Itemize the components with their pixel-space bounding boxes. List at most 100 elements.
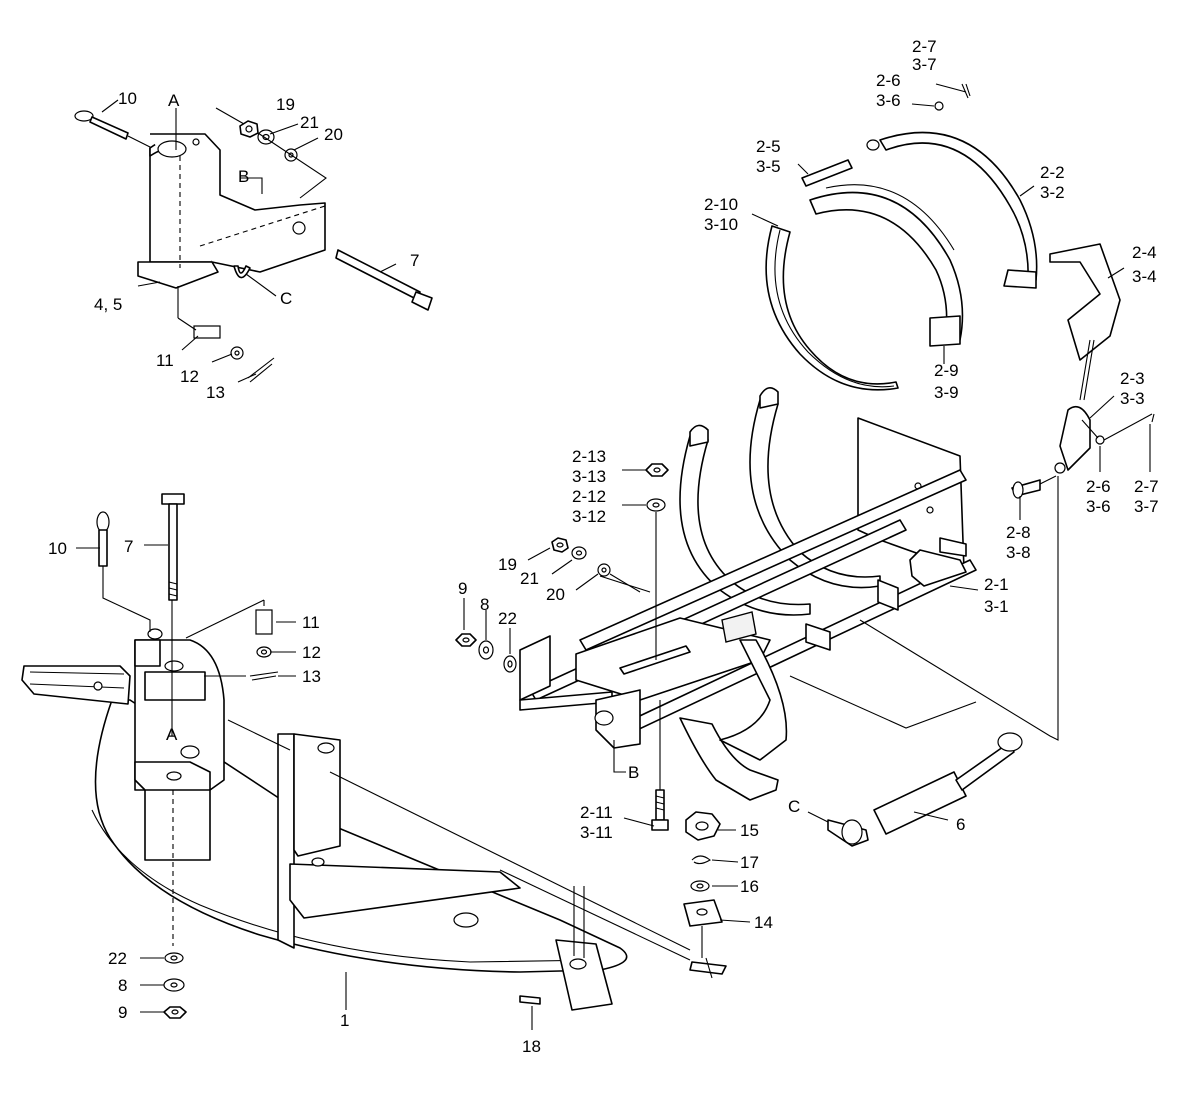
washer-22-right-icon xyxy=(503,655,517,673)
label-2-4: 2-4 xyxy=(1132,243,1157,262)
label-12-bottom: 12 xyxy=(302,643,321,662)
label-3-3: 3-3 xyxy=(1120,389,1145,408)
bolt-7-icon xyxy=(335,249,433,311)
label-1-bottom: 1 xyxy=(340,1011,349,1030)
pin-2-8-icon xyxy=(1011,479,1041,499)
bolt-2-11-icon xyxy=(651,789,669,831)
label-20-right: 20 xyxy=(546,585,565,604)
label-3-8: 3-8 xyxy=(1006,543,1031,562)
spring-11-lower-icon xyxy=(255,609,273,635)
label-3-9: 3-9 xyxy=(934,383,959,402)
frame-icon xyxy=(519,387,977,801)
label-3-1: 3-1 xyxy=(984,597,1009,616)
spring-11-icon xyxy=(193,325,221,339)
label-18-bottom: 18 xyxy=(522,1037,541,1056)
label-10-bottom: 10 xyxy=(48,539,67,558)
label-b-top: B xyxy=(238,167,249,186)
label-a-top: A xyxy=(168,91,180,110)
label-9-bottom: 9 xyxy=(118,1003,127,1022)
hitch-bracket-lower-icon xyxy=(134,628,225,861)
label-15: 15 xyxy=(740,821,759,840)
label-12-top: 12 xyxy=(180,367,199,386)
label-20-top: 20 xyxy=(324,125,343,144)
label-2-8: 2-8 xyxy=(1006,523,1031,542)
pin-10-icon xyxy=(74,110,153,149)
label-2-1: 2-1 xyxy=(984,575,1009,594)
washer-8-lower-icon xyxy=(163,978,185,992)
label-21-right: 21 xyxy=(520,569,539,588)
label-3-7-a: 3-7 xyxy=(912,55,937,74)
label-13-top: 13 xyxy=(206,383,225,402)
label-2-11: 2-11 xyxy=(580,803,613,822)
label-19-top: 19 xyxy=(276,95,295,114)
label-13-bottom: 13 xyxy=(302,667,321,686)
label-2-6-a: 2-6 xyxy=(876,71,901,90)
label-2-10: 2-10 xyxy=(704,195,738,214)
label-3-7-b: 3-7 xyxy=(1134,497,1159,516)
washer-12-icon xyxy=(230,346,244,360)
cotter-pin-13-lower-icon xyxy=(249,671,279,681)
label-2-12: 2-12 xyxy=(572,487,606,506)
hinge-18-icon xyxy=(519,886,613,1011)
label-7-top: 7 xyxy=(410,251,419,270)
liner-2-10-icon xyxy=(765,225,899,391)
label-2-13: 2-13 xyxy=(572,447,606,466)
label-17: 17 xyxy=(740,853,759,872)
label-9-right: 9 xyxy=(458,579,467,598)
nut-9-lower-icon xyxy=(163,1006,187,1019)
nut-19-right-icon xyxy=(551,537,569,553)
label-11-bottom: 11 xyxy=(302,613,320,632)
label-c-top: C xyxy=(280,289,292,308)
washer-16-icon xyxy=(690,880,710,892)
cotter-2-7-icon xyxy=(961,83,971,99)
label-3-11: 3-11 xyxy=(580,823,613,842)
label-22-bottom: 22 xyxy=(108,949,127,968)
bolt-7-lower-icon xyxy=(161,493,185,601)
washer-22-lower-icon xyxy=(164,952,184,964)
washer-8-right-icon xyxy=(478,640,494,660)
label-10-top: 10 xyxy=(118,89,137,108)
label-3-6-a: 3-6 xyxy=(876,91,901,110)
label-22-right: 22 xyxy=(498,609,517,628)
ring-2-6-icon xyxy=(934,101,944,111)
label-21-top: 21 xyxy=(300,113,319,132)
label-7-bottom: 7 xyxy=(124,537,133,556)
pin-2-5-icon xyxy=(801,139,880,187)
label-a-bottom: A xyxy=(166,725,178,744)
label-3-12: 3-12 xyxy=(572,507,606,526)
washer-21-right-icon xyxy=(571,546,587,560)
clip-17-icon xyxy=(691,855,711,865)
label-2-6-b: 2-6 xyxy=(1086,477,1111,496)
hitch-bracket-icon xyxy=(137,133,326,289)
label-2-9: 2-9 xyxy=(934,361,959,380)
label-2-2: 2-2 xyxy=(1040,163,1065,182)
label-6: 6 xyxy=(956,815,965,834)
label-2-3: 2-3 xyxy=(1120,369,1145,388)
label-3-2: 3-2 xyxy=(1040,183,1065,202)
hitch-bracket-assembly: 10 A 19 21 20 B 7 4, 5 C 11 12 13 xyxy=(74,89,433,402)
washer-12-lower-icon xyxy=(256,646,272,658)
liner-2-9-icon xyxy=(809,184,964,347)
bracket-14-icon xyxy=(683,899,727,979)
label-3-4: 3-4 xyxy=(1132,267,1157,286)
label-3-5: 3-5 xyxy=(756,157,781,176)
label-8-bottom: 8 xyxy=(118,976,127,995)
label-c-right: C xyxy=(788,797,800,816)
nut-2-13-icon xyxy=(645,463,669,477)
washer-2-12-icon xyxy=(646,498,666,512)
nut-9-right-icon xyxy=(455,633,477,647)
label-4-5: 4, 5 xyxy=(94,295,122,314)
cotter-pin-13-icon xyxy=(247,357,275,383)
label-3-6-b: 3-6 xyxy=(1086,497,1111,516)
base-plate-icon xyxy=(91,699,628,973)
label-2-7-b: 2-7 xyxy=(1134,477,1159,496)
hinge-plate-icon xyxy=(21,665,131,705)
label-16: 16 xyxy=(740,877,759,896)
pin-10-lower-icon xyxy=(96,511,110,567)
label-2-7-a: 2-7 xyxy=(912,37,937,56)
clamp-band-2-2-icon xyxy=(879,131,1038,289)
base-plate-assembly: 10 7 11 12 13 A 22 8 9 1 18 xyxy=(21,493,691,1056)
label-11-top: 11 xyxy=(156,351,174,370)
label-14: 14 xyxy=(754,913,773,932)
